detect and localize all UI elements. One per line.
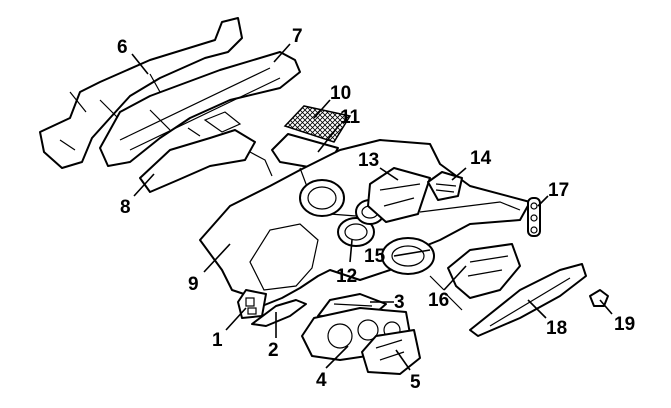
leader-19 [599,299,613,315]
leader-lines [131,43,613,371]
part-17-clips [527,197,541,237]
leader-15 [393,249,431,257]
part-19-knob [589,289,609,307]
callout-4: 4 [316,370,327,391]
callout-9: 9 [188,274,199,295]
part-12-center-vents [299,179,385,247]
callout-3: 3 [394,292,405,313]
part-15-steering-ring [381,237,435,275]
callout-19: 19 [614,314,635,335]
leader-5 [395,349,411,371]
leader-16 [443,265,467,291]
part-1-switch-panel [237,289,267,319]
callout-10: 10 [330,83,351,104]
part-8-lower-cowl [139,111,256,193]
callout-16: 16 [428,290,449,311]
part-13-center-bezel [367,167,431,223]
callout-8: 8 [120,197,131,218]
leader-7 [273,43,291,63]
callout-6: 6 [117,37,128,58]
part-7-upper-panel [99,51,301,167]
callout-15: 15 [364,246,386,267]
leader-13 [379,167,399,181]
leader-14 [451,167,467,181]
part-2-lower-trim [251,299,307,327]
leader-12 [349,239,353,263]
leader-9 [203,243,231,273]
callout-13: 13 [358,150,379,171]
part-6-support-beam [39,17,243,169]
callout-11: 11 [340,107,361,128]
callout-18: 18 [546,318,567,339]
callout-7: 7 [292,26,303,47]
callout-14: 14 [470,148,492,169]
callout-17: 17 [548,180,569,201]
leader-8 [133,173,155,197]
leader-10 [313,99,331,119]
callout-2: 2 [268,340,279,361]
callout-5: 5 [410,372,421,393]
callout-1: 1 [212,330,223,351]
leader-18 [527,299,547,319]
leader-6 [131,53,149,75]
part-16-glovebox [429,243,521,311]
callout-labels: 1 2 3 4 5 6 7 8 9 10 11 12 13 14 15 16 1… [117,26,635,393]
leader-4 [325,345,349,369]
leader-1 [225,307,247,331]
leader-11 [317,123,341,153]
leader-17 [537,195,549,207]
callout-12: 12 [336,266,357,287]
